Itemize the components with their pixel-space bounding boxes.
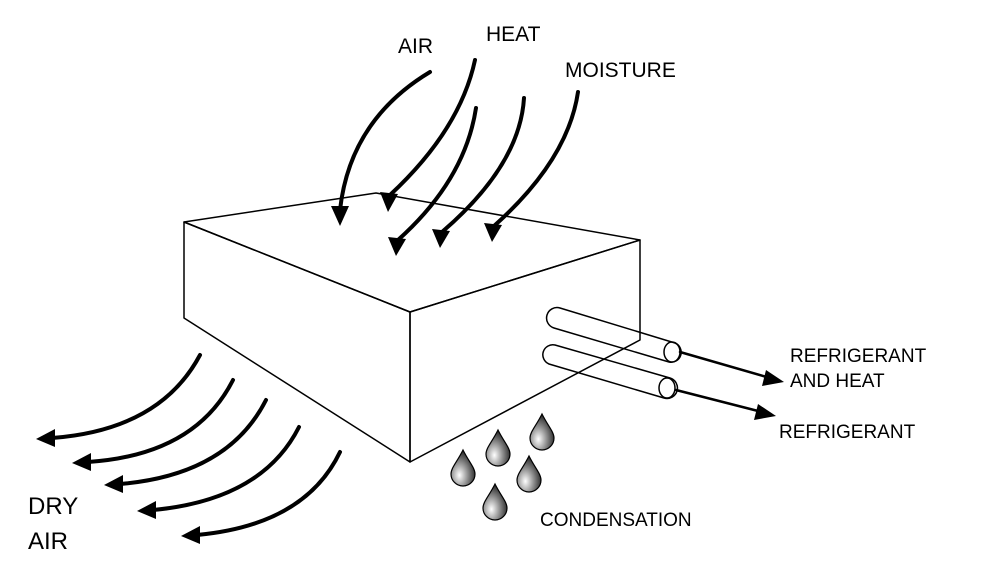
lower-pipe bbox=[542, 344, 679, 400]
upper-pipe-end bbox=[663, 341, 681, 363]
refrigerant-arrow-line bbox=[674, 388, 764, 414]
condensation-droplets bbox=[450, 412, 555, 521]
refrigerant-arrowhead bbox=[754, 404, 776, 420]
refrigerant-and-heat-arrowhead bbox=[762, 370, 784, 386]
droplet-icon bbox=[450, 448, 476, 487]
refrigerant-and-heat-label-line1: REFRIGERANT bbox=[790, 346, 927, 367]
droplet-icon bbox=[516, 454, 542, 493]
dry-air-arrowhead-2 bbox=[72, 453, 91, 471]
box-right-face bbox=[409, 239, 641, 463]
dry-air-arrow-5 bbox=[195, 450, 342, 537]
dry-air-arrow-4 bbox=[151, 425, 301, 512]
condensation-label: CONDENSATION bbox=[540, 510, 692, 531]
dry-air-arrow-3 bbox=[118, 398, 268, 486]
heat-label: HEAT bbox=[486, 23, 541, 46]
air-label: AIR bbox=[398, 35, 433, 58]
droplet-icon bbox=[482, 482, 508, 521]
dry-air-label-line1: DRY bbox=[28, 493, 78, 520]
incoming-arrow-4 bbox=[440, 96, 526, 234]
incoming-arrow-5 bbox=[492, 90, 580, 228]
refrigerant-pipes bbox=[542, 306, 682, 400]
refrigerant-arrows bbox=[674, 350, 784, 420]
dry-air-arrowhead-4 bbox=[137, 501, 156, 519]
refrigerant-and-heat-arrow-line bbox=[678, 350, 772, 380]
incoming-arrow-1 bbox=[338, 70, 432, 212]
incoming-arrow-3 bbox=[396, 106, 478, 242]
dry-air-arrow-2 bbox=[86, 378, 235, 464]
dry-air-arrowhead-3 bbox=[104, 475, 123, 493]
coil-box bbox=[183, 192, 641, 463]
droplet-icon bbox=[485, 428, 511, 467]
box-left-face bbox=[183, 221, 411, 463]
box-top-face bbox=[183, 192, 641, 313]
incoming-arrowhead-2 bbox=[380, 192, 398, 212]
dry-air-arrowhead-1 bbox=[36, 429, 55, 447]
incoming-arrows bbox=[331, 58, 580, 256]
moisture-label: MOISTURE bbox=[565, 59, 676, 82]
dry-air-label-line2: AIR bbox=[28, 528, 68, 555]
incoming-arrow-2 bbox=[388, 58, 477, 197]
upper-pipe bbox=[545, 306, 682, 363]
dry-air-arrows bbox=[36, 353, 342, 544]
droplet-icon bbox=[529, 412, 555, 451]
incoming-arrowhead-1 bbox=[331, 206, 349, 226]
incoming-arrowhead-5 bbox=[484, 223, 502, 242]
dry-air-arrow-1 bbox=[50, 353, 202, 440]
dry-air-arrowhead-5 bbox=[181, 526, 200, 544]
incoming-arrowhead-4 bbox=[432, 229, 450, 248]
refrigerant-label: REFRIGERANT bbox=[779, 422, 916, 443]
lower-pipe-end bbox=[658, 377, 676, 399]
refrigerant-and-heat-label-line2: AND HEAT bbox=[790, 371, 885, 392]
incoming-arrowhead-3 bbox=[388, 237, 406, 256]
